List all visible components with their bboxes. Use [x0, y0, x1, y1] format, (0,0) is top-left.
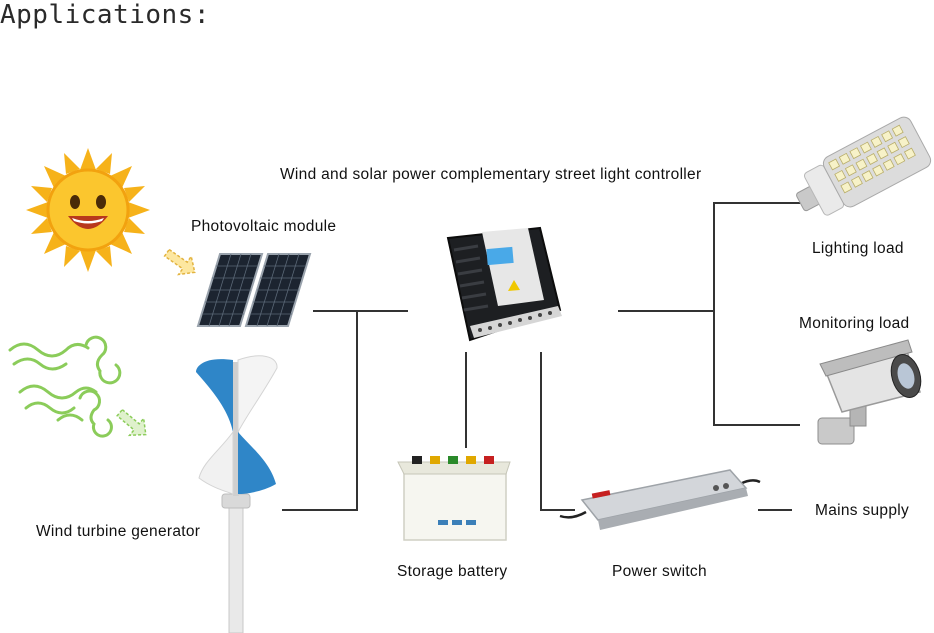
pv-module-label: Photovoltaic module	[191, 218, 337, 235]
controller-icon	[446, 226, 562, 342]
storage-battery-label: Storage battery	[397, 563, 508, 580]
sun-icon	[26, 148, 150, 272]
power-switch-label: Power switch	[612, 563, 707, 580]
wind-turbine-label: Wind turbine generator	[36, 523, 201, 540]
lighting-load-icon	[796, 116, 932, 216]
battery-icon	[397, 456, 511, 541]
connection-lines	[282, 202, 800, 511]
controller-label: Wind and solar power complementary stree…	[280, 166, 702, 183]
lighting-load-label: Lighting load	[812, 240, 904, 257]
solar-panel-icon	[196, 253, 312, 327]
line-loads-bus	[713, 202, 800, 426]
wind-icon	[8, 335, 122, 438]
monitoring-load-label: Monitoring load	[799, 315, 910, 332]
mains-supply-label: Mains supply	[815, 502, 910, 519]
power-switch-icon	[559, 469, 761, 530]
line-turbine-to-bus	[282, 311, 358, 511]
line-controller-to-switch	[540, 352, 575, 511]
monitoring-load-icon	[817, 339, 922, 445]
wind-arrow-icon	[116, 408, 147, 437]
page-heading: Applications:	[0, 0, 210, 30]
sun-arrow-icon	[163, 248, 196, 276]
wind-turbine-icon	[196, 355, 278, 633]
